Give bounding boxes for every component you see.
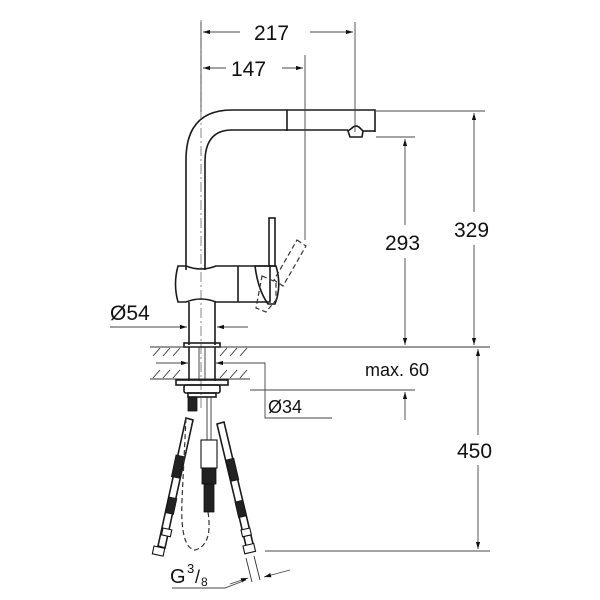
pullout-hose — [181, 397, 218, 551]
connector-thread — [203, 483, 215, 513]
deck-hatch-right — [219, 347, 248, 379]
deck-hatch-left — [152, 347, 181, 379]
deck-section — [150, 346, 490, 412]
thread-dim-arrow-right — [263, 569, 291, 578]
nut-base — [187, 392, 217, 398]
dim-34-leader — [228, 362, 332, 419]
threaded-spigot — [187, 396, 198, 412]
dim-450-label: 450 — [457, 440, 492, 463]
thread-label-den: 8 — [201, 575, 208, 589]
hose-right-tail — [253, 555, 261, 581]
dim-147-label: 147 — [231, 58, 266, 81]
cartridge-cap — [254, 265, 280, 305]
thread-dim-leader — [172, 579, 247, 589]
lever-handle-open — [273, 239, 307, 287]
lever-handle — [268, 217, 276, 267]
dim-293-label: 293 — [385, 232, 420, 255]
quick-connector — [200, 439, 218, 469]
dim-54-label: Ø54 — [110, 302, 150, 325]
aerator-icon — [347, 125, 364, 138]
thread-label-sep: / — [195, 567, 200, 587]
supply-hose-right — [216, 421, 261, 583]
faucet-outline — [174, 20, 376, 410]
thread-label-num: 3 — [187, 561, 194, 576]
dim-max60-label: max. 60 — [365, 360, 429, 380]
mixer-body — [174, 265, 271, 303]
mounting-nut — [183, 384, 221, 394]
thread-dim-arrow-left — [229, 577, 249, 585]
dim-34-label: Ø34 — [268, 397, 302, 417]
dim-217-label: 217 — [254, 22, 289, 45]
cartridge-cap-open — [255, 275, 277, 313]
hose-loop — [181, 417, 210, 551]
spout-inner — [204, 129, 348, 270]
connector-collar — [201, 467, 217, 485]
supply-hose-left — [151, 416, 194, 557]
thread-label-g: G — [170, 566, 186, 588]
dim-329-label: 329 — [454, 219, 489, 242]
spout-outer — [185, 109, 376, 270]
